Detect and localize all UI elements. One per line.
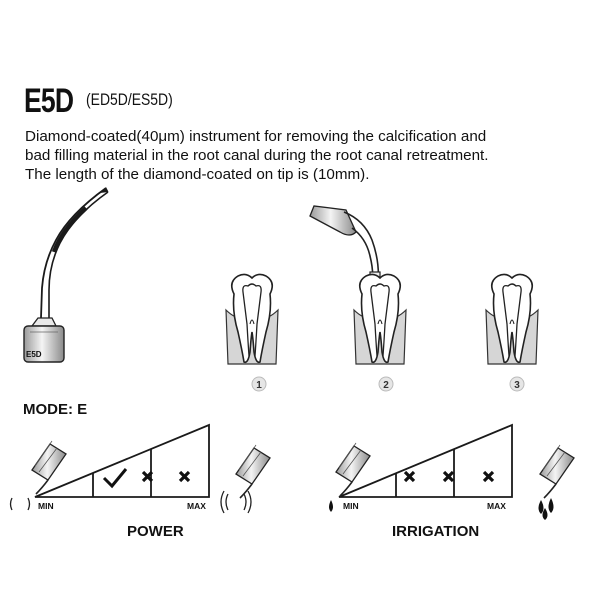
product-description: Diamond-coated(40μm) instrument for remo… [25, 127, 585, 184]
step-badge-1 [251, 376, 267, 392]
irrigation-level-2-cross-icon [442, 470, 455, 483]
product-title: E5D [24, 82, 74, 120]
step-badge-2 [378, 376, 394, 392]
description-line-1: Diamond-coated(40μm) instrument for remo… [25, 128, 487, 145]
power-scale [34, 423, 210, 498]
instrument-tip-illustration [23, 187, 109, 363]
step-number-3: 3 [514, 380, 520, 391]
irrigation-level-1-cross-icon [403, 470, 416, 483]
tooth-step-2 [353, 273, 407, 365]
power-min-label: MIN [38, 501, 54, 511]
vibration-low-icon [9, 497, 31, 511]
power-level-2-cross-icon [141, 470, 154, 483]
irrigation-level-3-cross-icon [482, 470, 495, 483]
step-number-1: 1 [256, 380, 262, 391]
mode-label: MODE: E [23, 401, 88, 418]
irrigation-max-label: MAX [487, 501, 506, 511]
step-badge-3 [509, 376, 525, 392]
handpiece-max-irrigation-icon [539, 444, 575, 499]
product-variants: (ED5D/ES5D) [86, 90, 173, 109]
description-line-3: The length of the diamond-coated on tip … [25, 166, 370, 183]
tooth-step-3 [485, 273, 539, 365]
description-line-2: bad filling material in the root canal d… [25, 147, 489, 164]
irrigation-scale [338, 423, 513, 498]
power-level-1-check-icon [102, 468, 128, 489]
power-level-3-cross-icon [178, 470, 191, 483]
water-drop-icon [329, 500, 333, 512]
irrigation-caption: IRRIGATION [392, 523, 480, 540]
tooth-step-1 [225, 273, 279, 365]
vibration-high-icon [220, 490, 252, 514]
tip-label: E5D [26, 350, 42, 359]
irrigation-min-label: MIN [343, 501, 359, 511]
water-drops-many-icon [538, 498, 554, 520]
power-caption: POWER [127, 523, 184, 540]
step-number-2: 2 [383, 380, 389, 391]
handpiece-max-power-icon [235, 444, 271, 499]
power-max-label: MAX [187, 501, 206, 511]
